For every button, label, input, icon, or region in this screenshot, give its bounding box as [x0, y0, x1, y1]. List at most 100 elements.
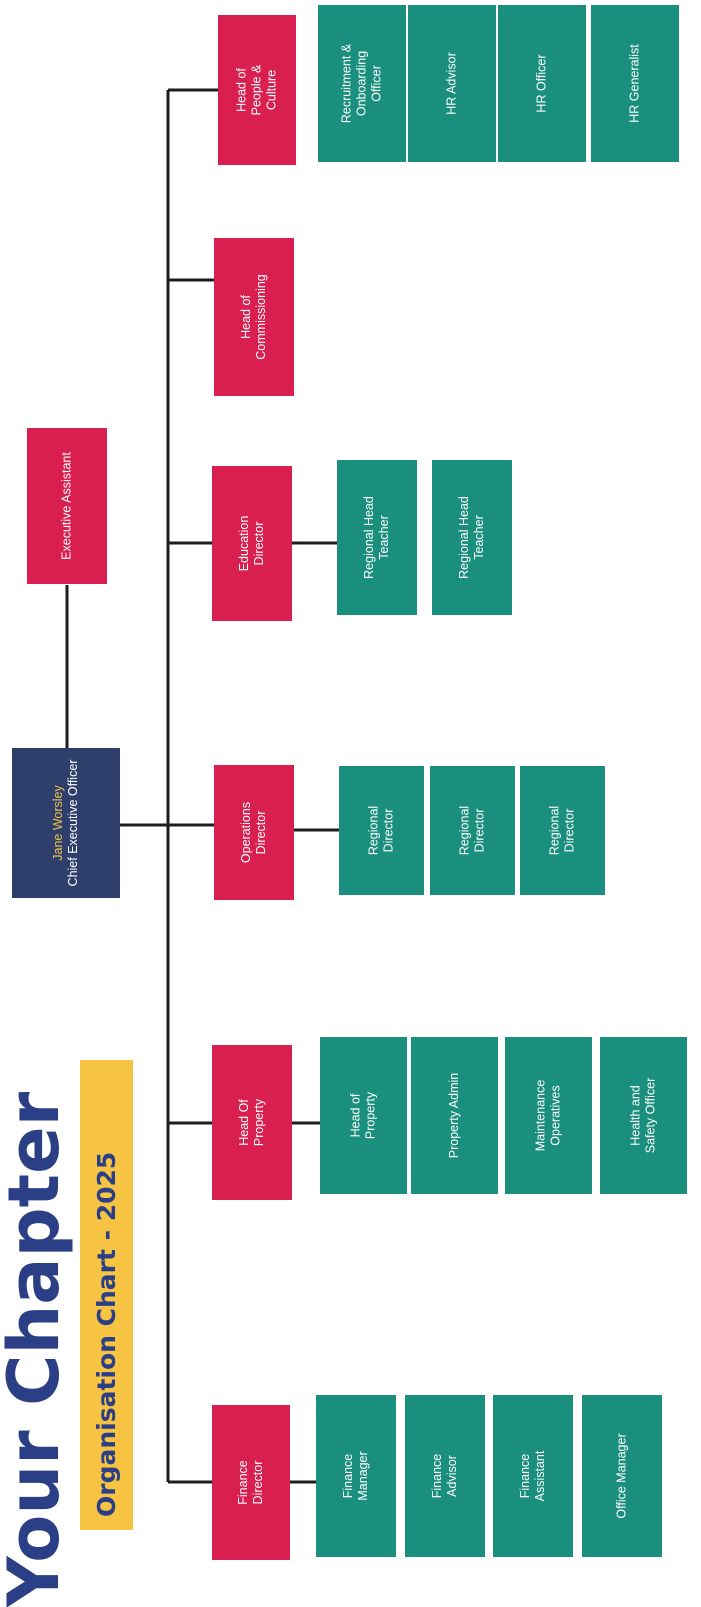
subtitle-band	[80, 1060, 133, 1530]
staff-head-of-property-2-label: Operatives	[548, 1085, 562, 1145]
dept-head-head-of-people-and-culture-label: Head of	[234, 68, 248, 112]
staff-operations-director-1-box	[430, 766, 515, 895]
executive-assistant-card-box	[27, 428, 107, 584]
staff-finance-director-3-box	[582, 1395, 662, 1557]
staff-head-of-people-and-culture-3-box	[591, 5, 679, 162]
staff-finance-director-0-label: Manager	[356, 1451, 370, 1500]
dept-head-head-of-commissioning-box	[214, 238, 294, 396]
dept-head-head-of-property-label: Head Of	[237, 1099, 251, 1146]
staff-finance-director-0-box	[316, 1395, 396, 1557]
staff-finance-director-2-label: Finance	[518, 1454, 532, 1499]
dept-head-head-of-people-and-culture-box	[218, 15, 296, 165]
staff-operations-director-2-label: Director	[562, 809, 576, 853]
staff-head-of-people-and-culture-0-label: Officer	[369, 65, 383, 102]
dept-head-education-director-label: Education	[237, 516, 251, 572]
brand-title: Your Chapter	[0, 1091, 75, 1607]
ceo-card-label: Jane Worsley	[51, 785, 65, 861]
staff-operations-director-0-label: Director	[381, 809, 395, 853]
staff-finance-director-0-label: Finance	[341, 1454, 355, 1499]
staff-finance-director-3-label: Office Manager	[614, 1433, 628, 1518]
ceo-card-box	[12, 748, 120, 898]
staff-education-director-0-label: Teacher	[377, 515, 391, 559]
dept-head-head-of-property-box	[212, 1045, 292, 1200]
staff-operations-director-0-box	[339, 766, 424, 895]
title-area: Your Chapter Organisation Chart - 2025	[0, 1060, 133, 1607]
staff-head-of-property-1-box	[411, 1037, 498, 1194]
staff-finance-director-1-box	[405, 1395, 485, 1557]
staff-head-of-property-3-label: Health and	[628, 1085, 642, 1146]
dept-head-operations-director-label: Operations	[239, 802, 253, 863]
staff-head-of-property-3-box	[600, 1037, 687, 1194]
staff-operations-director-1-label: Regional	[457, 806, 471, 855]
staff-education-director-0-box	[337, 460, 417, 615]
staff-head-of-property-2-label: Maintenance	[533, 1080, 547, 1152]
dept-head-finance-director-box	[212, 1405, 290, 1560]
staff-operations-director-0-label: Regional	[366, 806, 380, 855]
staff-head-of-people-and-culture-0-label: Onboarding	[354, 51, 368, 116]
staff-head-of-people-and-culture-1-box	[408, 5, 496, 162]
staff-head-of-people-and-culture-0-box	[318, 5, 406, 162]
dept-head-head-of-commissioning-label: Commissioning	[254, 274, 268, 359]
staff-education-director-1-box	[432, 460, 512, 615]
executive-assistant-card: Executive Assistant	[27, 428, 107, 584]
dept-head-head-of-people-and-culture-label: People &	[249, 64, 263, 115]
staff-operations-director-2-label: Regional	[547, 806, 561, 855]
dept-head-education-director-label: Director	[252, 522, 266, 566]
staff-finance-director-2-box	[493, 1395, 573, 1557]
staff-head-of-property-0-label: Head of	[348, 1093, 362, 1137]
staff-head-of-people-and-culture-2-label: HR Officer	[534, 54, 548, 112]
dept-head-head-of-people-and-culture-label: Culture	[264, 70, 278, 110]
staff-head-of-people-and-culture-3-label: HR Generalist	[627, 44, 641, 123]
staff-head-of-people-and-culture-0-label: Recruitment &	[339, 43, 353, 123]
staff-head-of-property-2-box	[505, 1037, 592, 1194]
subtitle: Organisation Chart - 2025	[92, 1152, 121, 1517]
staff-head-of-people-and-culture-3: HR Generalist	[591, 5, 679, 162]
staff-head-of-people-and-culture-1-label: HR Advisor	[444, 52, 458, 115]
dept-head-head-of-property-label: Property	[252, 1098, 266, 1146]
staff-operations-director-2-box	[520, 766, 605, 895]
staff-finance-director-1-label: Advisor	[445, 1455, 459, 1497]
staff-operations-director-1-label: Director	[472, 809, 486, 853]
staff-education-director-1-label: Teacher	[472, 515, 486, 559]
staff-head-of-people-and-culture-2-box	[498, 5, 586, 162]
dept-head-finance-director-label: Director	[251, 1461, 265, 1505]
dept-head-operations-director-box	[214, 765, 294, 900]
staff-education-director-1-label: Regional Head	[457, 496, 471, 579]
dept-head-finance-director-label: Finance	[236, 1460, 250, 1505]
staff-head-of-property-1-label: Property Admin	[447, 1073, 461, 1159]
staff-head-of-property-1: Property Admin	[411, 1037, 498, 1194]
staff-education-director-0-label: Regional Head	[362, 496, 376, 579]
connectors	[65, 88, 339, 1484]
dept-head-education-director-box	[212, 466, 292, 621]
staff-head-of-property-0-label: Property	[363, 1091, 377, 1139]
staff-head-of-property-3-label: Safety Officer	[643, 1078, 657, 1154]
dept-head-operations-director-label: Director	[254, 811, 268, 855]
staff-head-of-people-and-culture-2: HR Officer	[498, 5, 586, 162]
staff-finance-director-2-label: Assistant	[533, 1450, 547, 1501]
staff-finance-director-3: Office Manager	[582, 1395, 662, 1557]
dept-head-head-of-commissioning-label: Head of	[239, 295, 253, 339]
ceo-card-label: Chief Executive Officer	[66, 760, 80, 887]
executive-assistant-card-label: Executive Assistant	[59, 452, 73, 560]
staff-finance-director-1-label: Finance	[430, 1454, 444, 1499]
